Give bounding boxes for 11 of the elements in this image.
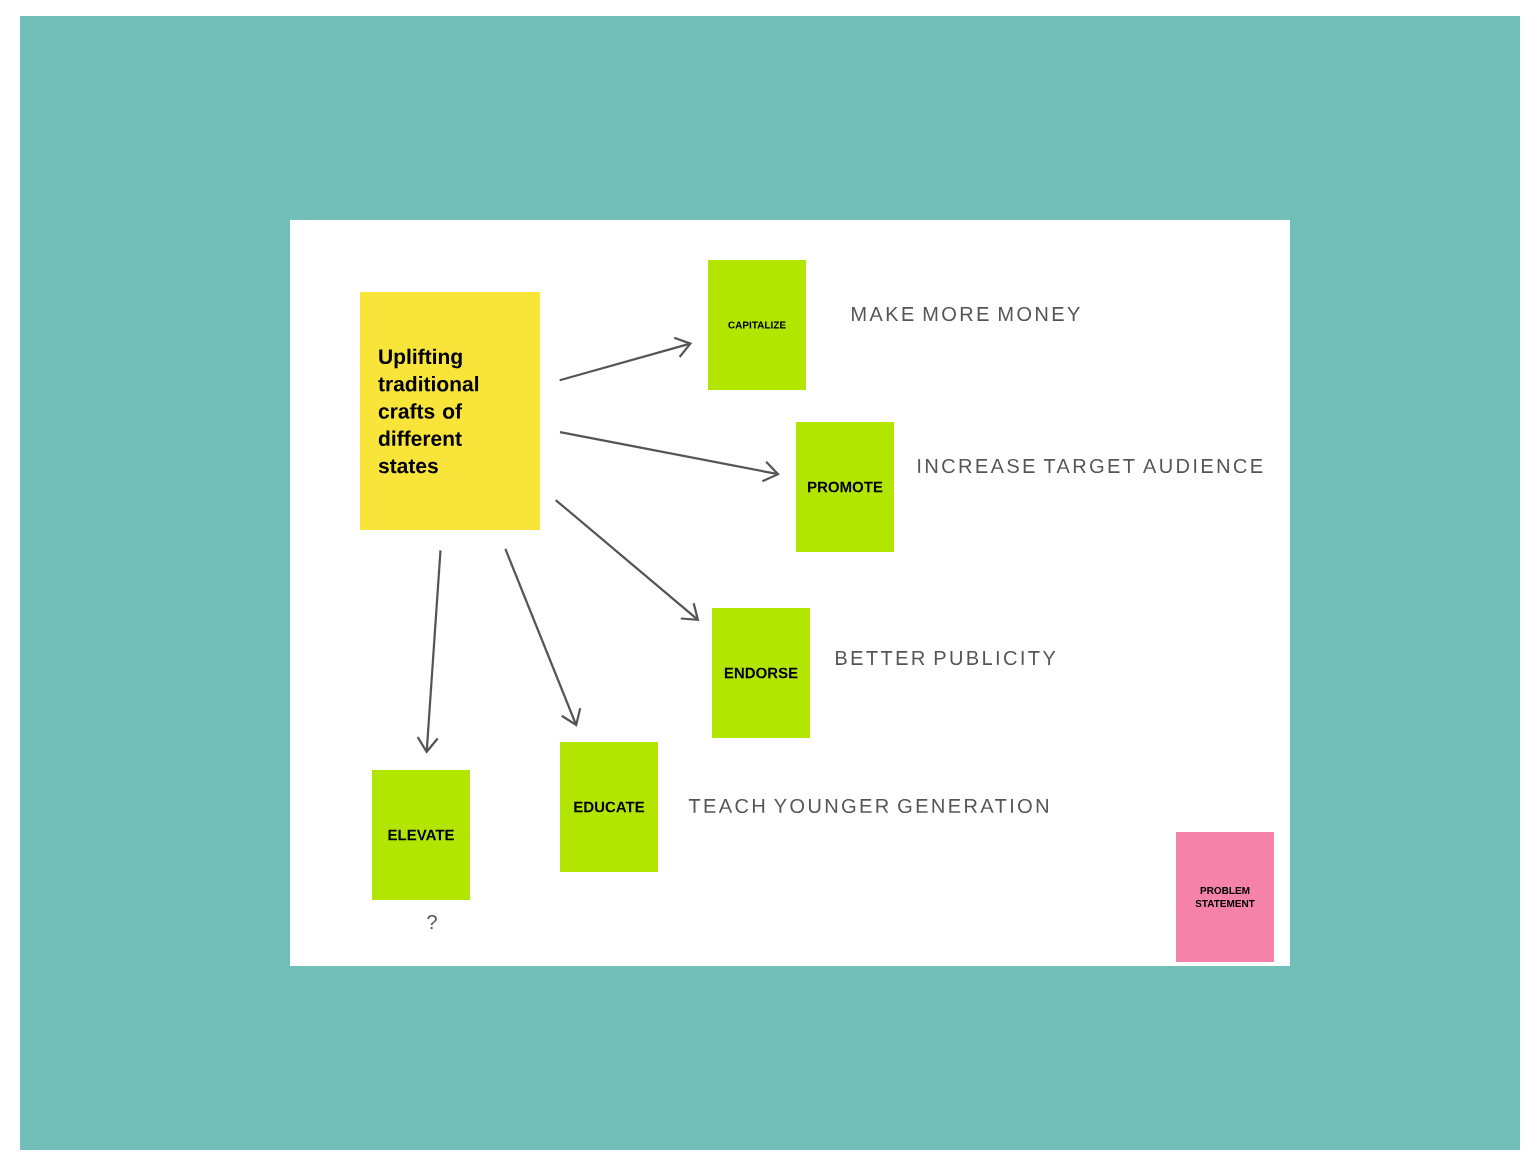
arrow [559,431,780,483]
handwritten-note: TEACH YOUNGER GENERATION [688,798,1048,814]
handwritten-note: ? [427,915,437,929]
handwritten-note: MAKE MORE MONEY [852,306,1080,322]
arrow [504,548,582,727]
arrow [555,499,700,622]
sticky-note: Uplifting traditional crafts of different states [360,292,540,530]
arrow [559,336,693,382]
handwritten-note: BETTER PUBLICITY [836,650,1056,666]
arrow [416,550,442,754]
handwritten-note: INCREASE TARGET AUDIENCE [918,458,1263,474]
